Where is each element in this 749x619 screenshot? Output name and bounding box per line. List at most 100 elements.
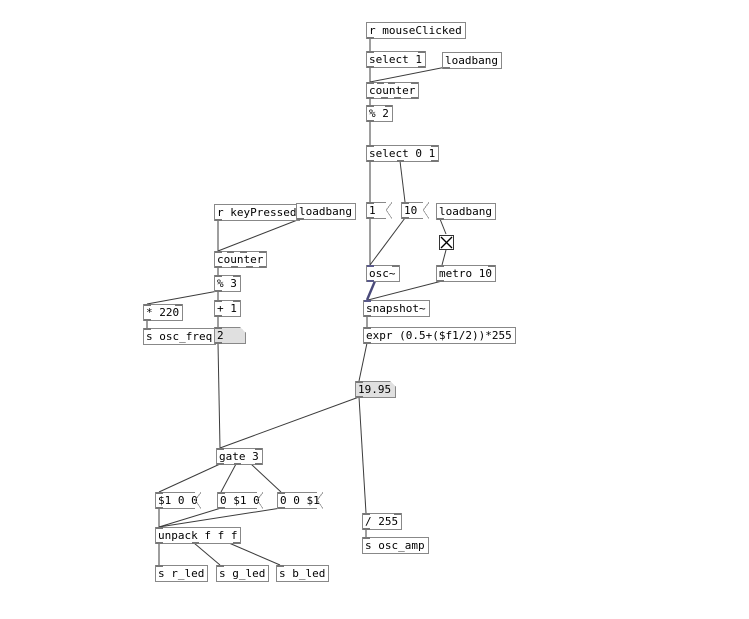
send-g-led-object[interactable]: s g_led <box>216 565 270 582</box>
inlet[interactable] <box>384 105 392 107</box>
osc-tilde-object[interactable]: osc~ <box>366 265 400 282</box>
outlet[interactable] <box>233 542 241 544</box>
message-red[interactable]: $1 0 0 <box>155 492 201 509</box>
outlet[interactable] <box>394 97 401 99</box>
inlet[interactable] <box>227 251 234 253</box>
outlet[interactable] <box>367 160 374 162</box>
inlet[interactable] <box>156 565 163 567</box>
outlet[interactable] <box>431 160 439 162</box>
outlet[interactable] <box>215 266 222 268</box>
outlet[interactable] <box>364 315 371 317</box>
outlet[interactable] <box>381 97 388 99</box>
inlet[interactable] <box>367 105 374 107</box>
loadbang-object[interactable]: loadbang <box>442 52 502 69</box>
message-blue[interactable]: 0 0 $1 <box>277 492 323 509</box>
inlet[interactable] <box>487 265 495 267</box>
select-0-1-object[interactable]: select 0 1 <box>366 145 440 162</box>
inlet[interactable] <box>217 448 224 450</box>
inlet[interactable] <box>218 492 225 494</box>
message-1[interactable]: 1 <box>366 202 392 219</box>
outlet[interactable] <box>156 507 163 509</box>
send-r-led-object[interactable]: s r_led <box>155 565 209 582</box>
signal-inlet[interactable] <box>364 300 371 302</box>
message-10[interactable]: 10 <box>401 202 429 219</box>
inlet[interactable] <box>232 275 240 277</box>
outlet[interactable] <box>215 342 222 344</box>
outlet[interactable] <box>231 266 238 268</box>
send-osc-amp-object[interactable]: s osc_amp <box>362 537 429 554</box>
receive-keypressed-object[interactable]: r keyPressed <box>214 204 301 221</box>
signal-outlet[interactable] <box>367 280 374 282</box>
inlet[interactable] <box>388 82 395 84</box>
outlet[interactable] <box>218 507 225 509</box>
outlet[interactable] <box>367 66 374 68</box>
outlet[interactable] <box>402 217 409 219</box>
outlet[interactable] <box>367 97 374 99</box>
inlet[interactable] <box>367 82 374 84</box>
expr-object[interactable]: expr (0.5+($f1/2))*255 <box>363 327 516 344</box>
inlet[interactable] <box>363 513 370 515</box>
inlet[interactable] <box>356 381 363 383</box>
number-box-amp[interactable]: 19.95 <box>355 381 397 398</box>
inlet[interactable] <box>144 304 151 306</box>
outlet[interactable] <box>437 218 444 220</box>
outlet[interactable] <box>254 463 262 465</box>
plus-1-object[interactable]: + 1 <box>214 300 241 317</box>
inlet[interactable] <box>156 527 163 529</box>
counter-object[interactable]: counter <box>214 251 268 268</box>
outlet[interactable] <box>437 280 444 282</box>
inlet[interactable] <box>278 492 285 494</box>
outlet[interactable] <box>217 463 224 465</box>
outlet[interactable] <box>144 319 151 321</box>
inlet[interactable] <box>215 251 222 253</box>
outlet[interactable] <box>443 67 450 69</box>
outlet[interactable] <box>363 528 370 530</box>
inlet[interactable] <box>367 145 374 147</box>
outlet[interactable] <box>215 290 222 292</box>
outlet[interactable] <box>215 219 222 221</box>
loadbang-object[interactable]: loadbang <box>436 203 496 220</box>
outlet[interactable] <box>297 218 304 220</box>
snapshot-tilde-object[interactable]: snapshot~ <box>363 300 430 317</box>
outlet[interactable] <box>246 266 253 268</box>
inlet[interactable] <box>175 304 183 306</box>
send-osc-freq-object[interactable]: s osc_freq <box>143 328 217 345</box>
outlet[interactable] <box>367 217 374 219</box>
outlet[interactable] <box>411 97 419 99</box>
number-box-selector[interactable]: 2 <box>214 327 246 344</box>
outlet[interactable] <box>397 160 404 162</box>
outlet[interactable] <box>367 120 374 122</box>
outlet[interactable] <box>156 542 163 544</box>
divide-255-object[interactable]: / 255 <box>362 513 403 530</box>
loadbang-object[interactable]: loadbang <box>296 203 356 220</box>
inlet[interactable] <box>364 327 371 329</box>
outlet[interactable] <box>259 266 267 268</box>
gate-3-object[interactable]: gate 3 <box>216 448 263 465</box>
outlet[interactable] <box>215 315 222 317</box>
outlet[interactable] <box>417 66 425 68</box>
counter-object[interactable]: counter <box>366 82 420 99</box>
inlet[interactable] <box>215 327 222 329</box>
modulo-3-object[interactable]: % 3 <box>214 275 241 292</box>
inlet[interactable] <box>402 202 409 204</box>
inlet[interactable] <box>411 82 419 84</box>
receive-mouseclicked-object[interactable]: r mouseClicked <box>366 22 466 39</box>
inlet[interactable] <box>232 300 240 302</box>
inlet[interactable] <box>377 82 384 84</box>
signal-inlet[interactable] <box>367 265 374 267</box>
metro-10-object[interactable]: metro 10 <box>436 265 496 282</box>
message-green[interactable]: 0 $1 0 <box>217 492 263 509</box>
outlet[interactable] <box>367 37 374 39</box>
outlet[interactable] <box>356 396 363 398</box>
outlet[interactable] <box>364 342 371 344</box>
inlet[interactable] <box>394 513 402 515</box>
inlet[interactable] <box>391 265 399 267</box>
inlet[interactable] <box>217 565 224 567</box>
multiply-220-object[interactable]: * 220 <box>143 304 184 321</box>
outlet[interactable] <box>234 463 241 465</box>
unpack-object[interactable]: unpack f f f <box>155 527 242 544</box>
inlet[interactable] <box>215 275 222 277</box>
inlet[interactable] <box>254 448 262 450</box>
inlet[interactable] <box>417 51 425 53</box>
